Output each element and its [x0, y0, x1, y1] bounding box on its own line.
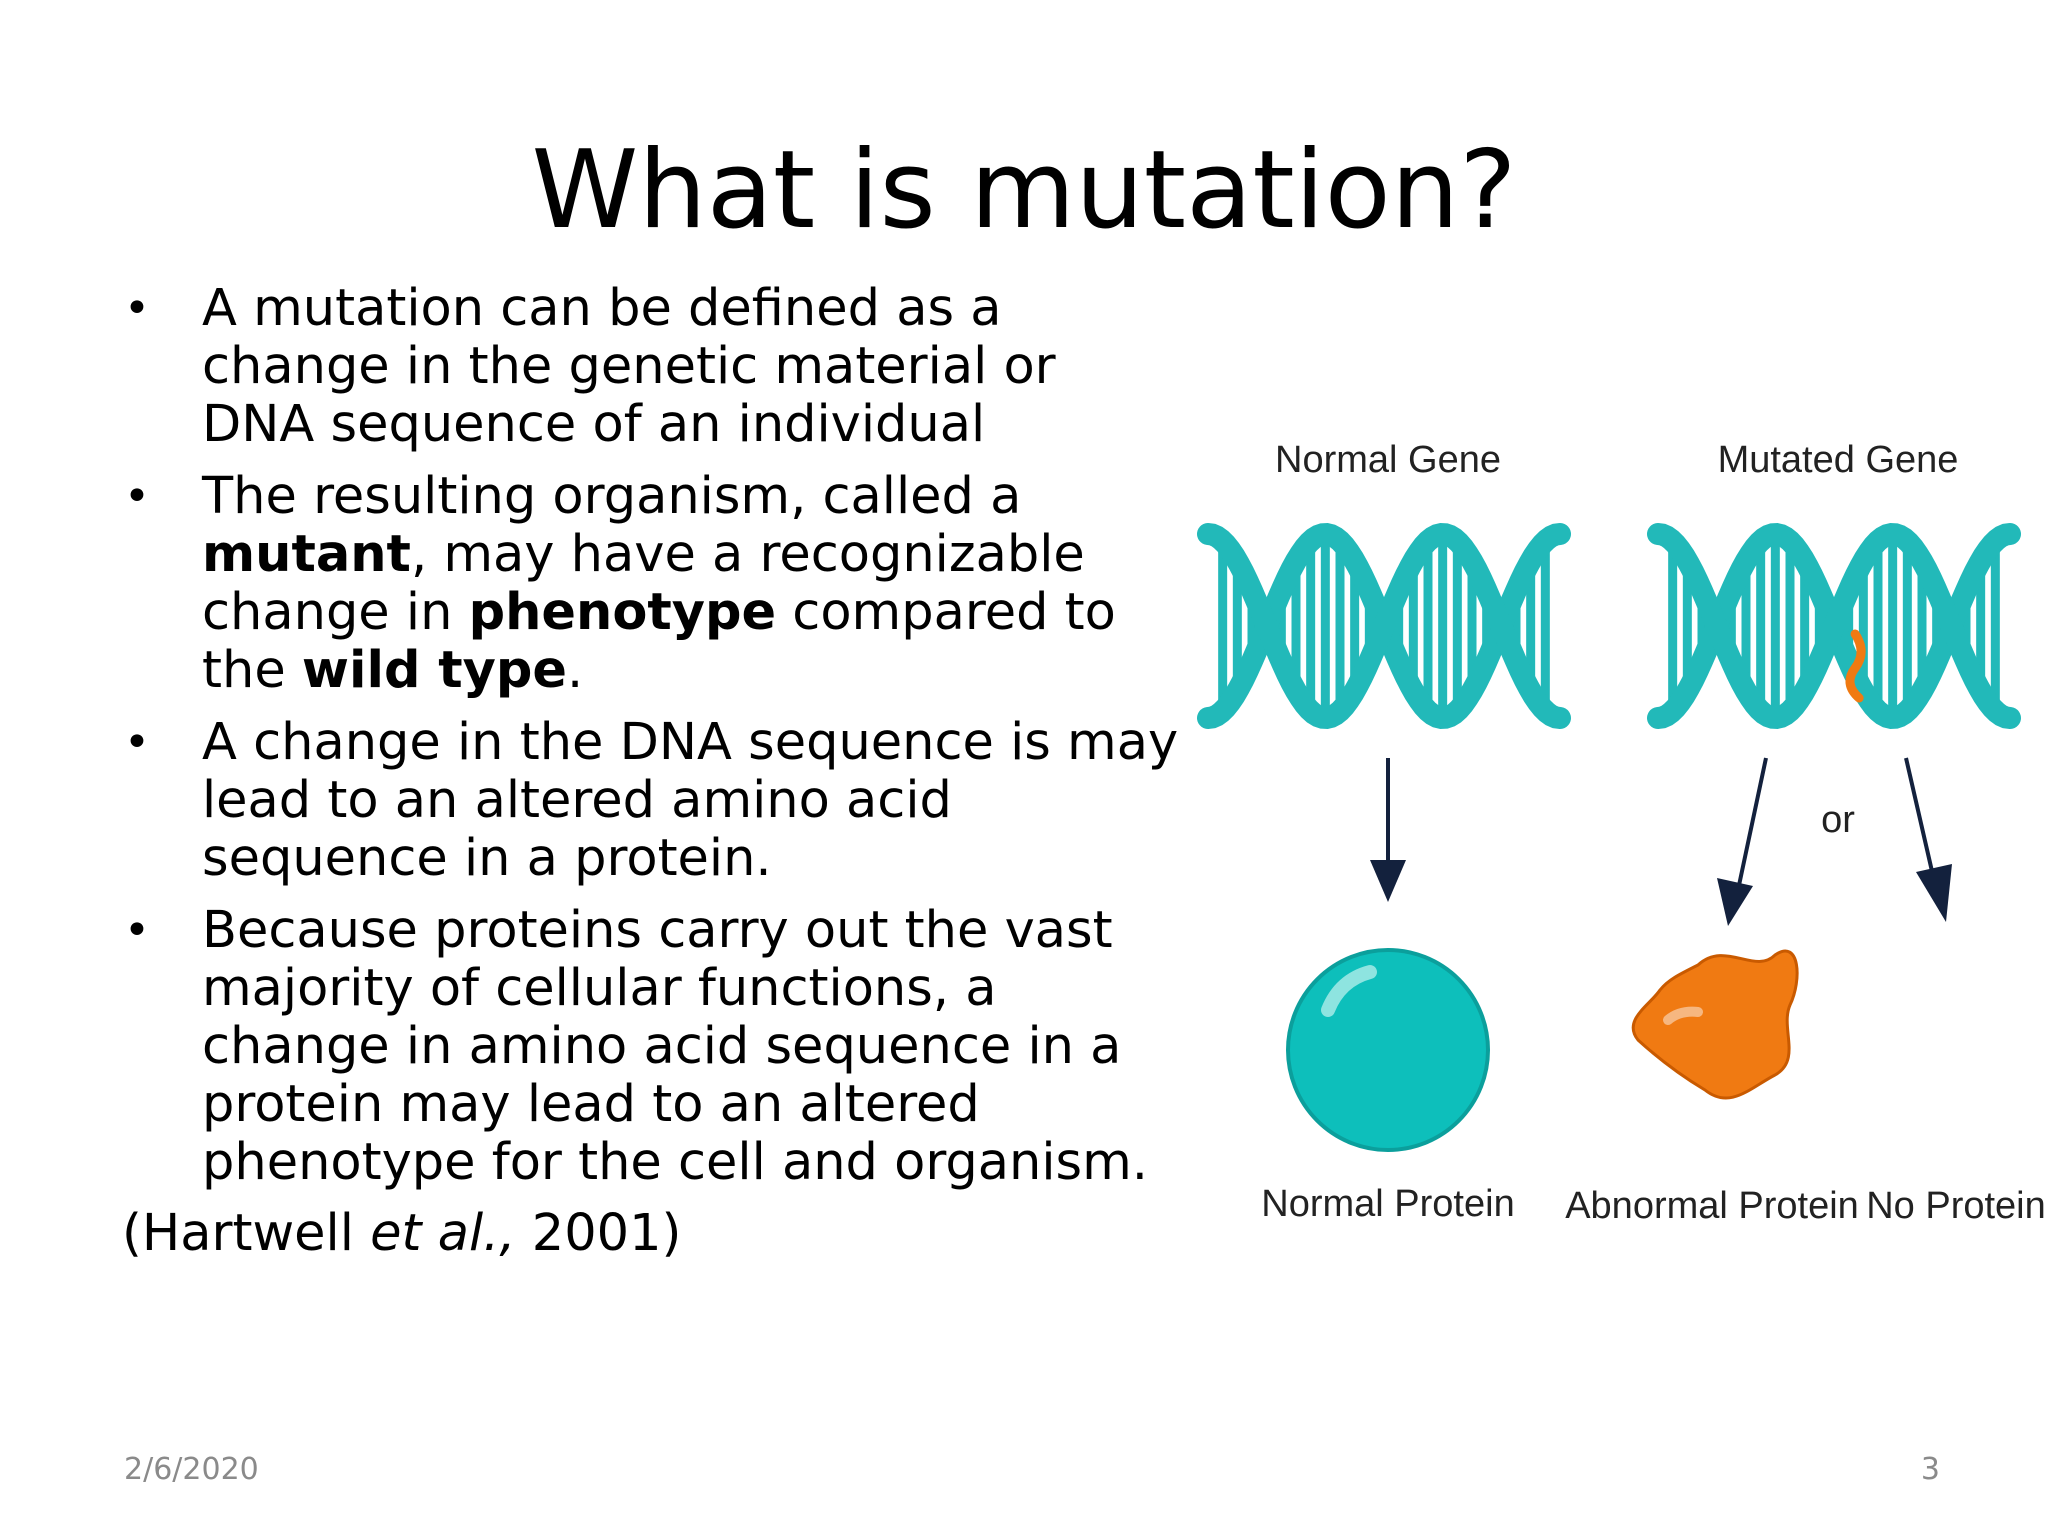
bullet-text: A change in the DNA sequence is may lead…	[202, 713, 1178, 888]
bold-term: wild type	[301, 641, 567, 700]
arrow-normal-icon	[1370, 758, 1406, 902]
bullet-dot-icon: •	[124, 717, 150, 768]
slide-title: What is mutation?	[531, 128, 1517, 253]
or-label: or	[1821, 799, 1855, 841]
bullet-text: Because proteins carry out the vast majo…	[202, 901, 1148, 1192]
bullet-list: • A mutation can be defined as a change i…	[120, 280, 1180, 1206]
bullet-item: • A change in the DNA sequence is may lea…	[120, 714, 1180, 888]
normal-protein-label: Normal Protein	[1261, 1183, 1514, 1225]
bold-term: mutant	[202, 525, 411, 584]
abnormal-protein-label: Abnormal Protein	[1565, 1185, 1859, 1227]
bullet-segment: compared to the	[202, 583, 1116, 700]
normal-gene-label: Normal Gene	[1275, 439, 1501, 481]
bullet-item: • The resulting organism, called a mutant…	[120, 468, 1180, 700]
bullet-segment: , may have a recognizable change in	[202, 525, 1085, 642]
bullet-item: • Because proteins carry out the vast maj…	[120, 902, 1180, 1192]
bullet-dot-icon: •	[124, 905, 150, 956]
bullet-segment: A change in the DNA sequence is may lead…	[202, 713, 1179, 888]
mutated-gene-label: Mutated Gene	[1718, 439, 1959, 481]
bullet-dot-icon: •	[124, 471, 150, 522]
bullet-segment: Because proteins carry out the vast majo…	[202, 901, 1148, 1192]
bullet-segment: A mutation can be defined as a change in…	[202, 279, 1056, 454]
arrow-no-protein-icon	[1904, 757, 1952, 922]
bullet-segment: .	[566, 641, 584, 700]
bold-term: phenotype	[468, 583, 777, 642]
citation-suffix: 2001)	[515, 1204, 682, 1263]
bullet-text: The resulting organism, called a mutant,…	[202, 467, 1116, 700]
dna-strand	[1647, 523, 2021, 729]
no-protein-label: No Protein	[1866, 1185, 2046, 1227]
mutated-dna-helix-icon	[1647, 523, 2021, 729]
citation-italic: et al.,	[370, 1204, 516, 1263]
mutation-mark	[1845, 629, 1866, 703]
arrow-abnormal-icon	[1717, 757, 1768, 926]
normal-dna-helix-icon	[1197, 523, 1571, 729]
dna-strand	[1197, 523, 1571, 729]
bullet-segment: The resulting organism, called a	[202, 467, 1022, 526]
abnormal-protein-icon	[1631, 949, 1799, 1100]
mutation-diagram: Normal Gene Mutated Gene or Normal Prote…	[1197, 439, 2046, 1227]
normal-protein-icon	[1286, 948, 1490, 1152]
footer-date: 2/6/2020	[124, 1452, 259, 1487]
bullet-item: • A mutation can be defined as a change i…	[120, 280, 1180, 454]
page-number: 3	[1920, 1452, 1940, 1487]
bullet-dot-icon: •	[124, 283, 150, 334]
citation-prefix: (Hartwell	[122, 1204, 371, 1263]
bullet-text: A mutation can be defined as a change in…	[202, 279, 1056, 454]
citation: (Hartwell et al., 2001)	[122, 1205, 681, 1263]
